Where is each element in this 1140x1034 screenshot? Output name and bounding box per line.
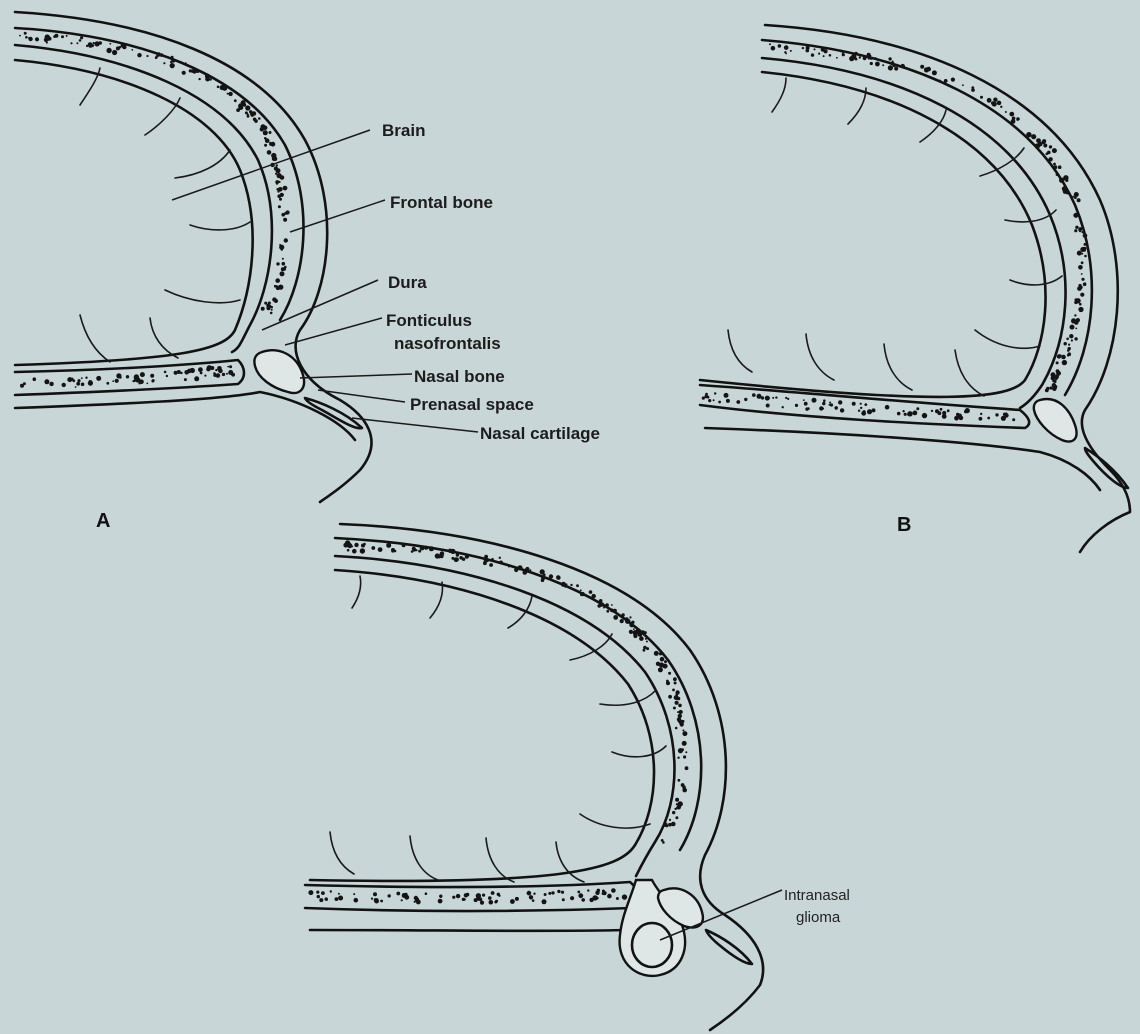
panel-c-gyrus (580, 814, 650, 828)
panel-c-floor-lower (310, 930, 625, 931)
label-prenasal-space: Prenasal space (410, 395, 534, 414)
label-fonticulus-line1: Fonticulus (386, 311, 472, 330)
panel-a-diagram: Brain Frontal bone Dura Fonticulus nasof… (15, 12, 600, 532)
panel-a-letter: A (96, 510, 110, 532)
panel-a-frontal-bone-outer (15, 28, 304, 320)
label-brain: Brain (382, 121, 425, 140)
panel-a-gyrus (80, 315, 110, 362)
panel-c-floor-upper (305, 882, 638, 911)
panel-b-gyrus (955, 350, 984, 396)
panel-b-gyrus (975, 330, 1040, 348)
leader-nasal-bone (300, 374, 412, 378)
panel-a-outer-contour (15, 12, 371, 502)
panel-c-outer-contour (340, 524, 763, 1030)
panel-b-brain-surface (700, 72, 1046, 397)
panel-b-outer-contour (765, 25, 1130, 552)
panel-b-gyrus (1010, 276, 1062, 285)
label-fonticulus-line2: nasofrontalis (394, 334, 501, 353)
panel-c-diagram: Intranasal glioma (305, 524, 850, 1030)
panel-c-gyrus (600, 690, 656, 705)
panel-c-gyrus (556, 842, 584, 882)
panel-b-frontal-bone-outer (762, 40, 1092, 395)
panel-b-floor-lower (705, 428, 1100, 490)
label-dura: Dura (388, 273, 427, 292)
leader-brain (172, 130, 370, 200)
label-nasal-bone: Nasal bone (414, 367, 505, 386)
panel-c-frontal-bone-texture (343, 540, 688, 843)
panel-a-gyrus (165, 290, 240, 303)
panel-b-letter: B (897, 514, 911, 536)
panel-c-nasal-cartilage (706, 930, 752, 964)
panel-c-floor-texture (308, 888, 627, 905)
panel-b-gyrus (848, 88, 866, 124)
panel-a-brain-surface (15, 60, 253, 365)
label-intranasal-line1: Intranasal (784, 887, 850, 904)
panel-b-gyrus (806, 334, 834, 380)
panel-b-gyrus (772, 78, 786, 112)
leader-nasal-cartilage (352, 418, 478, 432)
panel-a-floor-lower (15, 392, 355, 440)
label-nasal-cartilage: Nasal cartilage (480, 424, 600, 443)
panel-a-gyrus (150, 318, 178, 358)
panel-b-gyrus (884, 344, 912, 390)
panel-c-brain-surface (310, 570, 654, 881)
panel-a-gyrus (190, 222, 250, 230)
panel-c-gyrus (612, 746, 666, 757)
panel-c-gyrus (330, 832, 354, 874)
panel-c-gyrus (410, 836, 438, 880)
panel-b-diagram: B (700, 25, 1130, 552)
panel-a-gyrus (175, 150, 230, 178)
panel-b-gyrus (728, 330, 752, 372)
panel-c-frontal-bone-outer (335, 538, 701, 850)
panel-b-floor-upper (700, 385, 1029, 428)
panel-b-nasal-bone (1034, 399, 1077, 441)
panel-c-gyrus (486, 838, 514, 882)
label-intranasal-line2: glioma (796, 909, 841, 926)
label-frontal-bone: Frontal bone (390, 193, 493, 212)
panel-c-gyrus (430, 582, 443, 618)
panel-a-nasal-cartilage (305, 398, 362, 428)
panel-c-gyrus (352, 576, 361, 608)
